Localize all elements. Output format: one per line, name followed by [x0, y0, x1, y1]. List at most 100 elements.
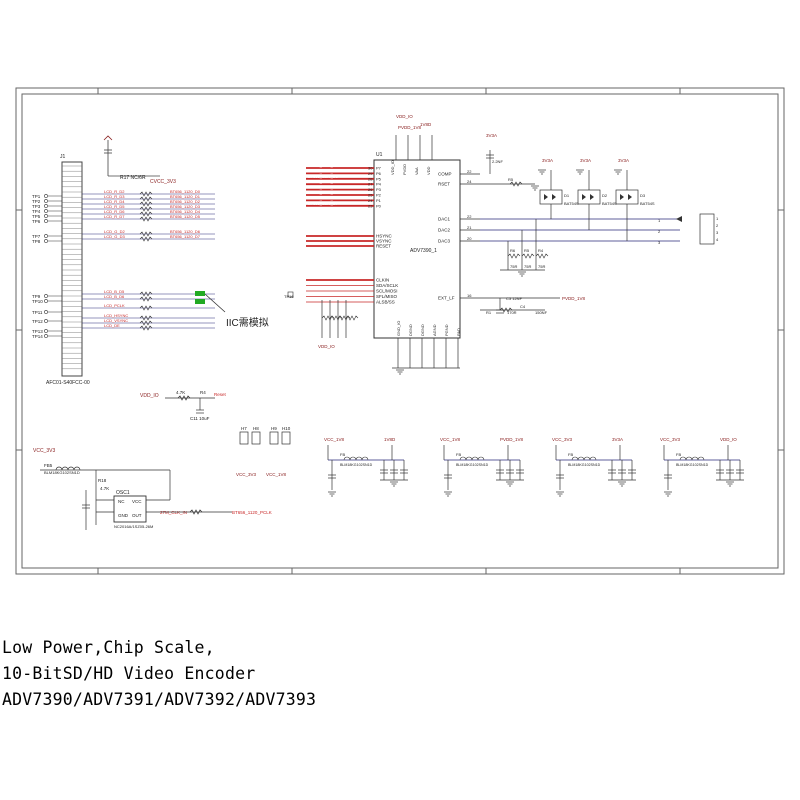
svg-text:FB5: FB5	[44, 463, 53, 468]
svg-text:D2: D2	[602, 193, 608, 198]
svg-text:1: 1	[716, 216, 719, 221]
svg-text:22: 22	[467, 169, 472, 174]
lcd-net-label: LCD_R_D5	[104, 204, 125, 209]
diode-part: BAT54S	[564, 201, 579, 206]
svg-text:SFL/MISO: SFL/MISO	[376, 294, 398, 299]
svg-text:FB: FB	[676, 452, 681, 457]
iic-note-group: IIC需模拟	[195, 291, 269, 329]
caption-line-2: 10-BitSD/HD Video Encoder	[2, 664, 256, 683]
testpoint-label: TP6	[32, 219, 41, 224]
testpoint-label: TP7	[32, 234, 41, 239]
svg-text:PVDD: PVDD	[402, 164, 407, 175]
power-net-out: 3V3A	[612, 437, 623, 442]
j1-ref: J1	[60, 154, 66, 160]
svg-text:GND: GND	[118, 513, 129, 518]
svg-text:C3 12NF: C3 12NF	[506, 296, 523, 301]
testpoint-label: TP8	[32, 239, 41, 244]
pix-net-label: BT656_1120_D1	[170, 194, 201, 199]
svg-text:RESET: RESET	[376, 244, 391, 249]
lcd-net-label: LCD_DE	[104, 323, 120, 328]
svg-text:VCC_3V3: VCC_3V3	[33, 448, 55, 454]
svg-text:P7: P7	[376, 166, 382, 171]
svg-text:3: 3	[658, 240, 661, 245]
svg-text:BLM18KG102SN1D: BLM18KG102SN1D	[44, 470, 80, 475]
pix-net-label: BT656_1120_D7	[170, 234, 201, 239]
svg-text:22: 22	[467, 214, 472, 219]
svg-text:VCC: VCC	[132, 499, 142, 504]
u1-input-net: BT656_1120_D5	[308, 190, 339, 195]
svg-text:P2: P2	[376, 193, 382, 198]
svg-text:HSYNC: HSYNC	[376, 234, 393, 239]
pix-net-label: BT656_1120_D0	[170, 189, 201, 194]
u1-input-net: BT656_1120_D2	[308, 174, 339, 179]
lcd-net-label: LCD_G_D2	[104, 229, 125, 234]
svg-text:3V3A: 3V3A	[542, 158, 553, 163]
power-net-in: VCC_1V8	[440, 437, 461, 442]
lcd-net-label: LCD_B_D5	[104, 289, 125, 294]
svg-text:P4: P4	[376, 182, 382, 187]
svg-text:3V3A: 3V3A	[580, 158, 591, 163]
svg-text:29: 29	[368, 171, 373, 176]
svg-text:25: 25	[368, 193, 373, 198]
svg-text:4.7K: 4.7K	[176, 390, 185, 395]
svg-text:1V8D: 1V8D	[420, 122, 432, 127]
oscillator-osc1: OSC1 NC VCC GND OUT NC2016A/1SZ05-26M 27…	[33, 448, 272, 530]
drawing-frame	[15, 87, 785, 575]
svg-text:P3: P3	[376, 187, 382, 192]
svg-text:30: 30	[368, 166, 373, 171]
svg-text:ALSB/SS: ALSB/SS	[376, 300, 395, 305]
testpoint-marker	[44, 219, 48, 223]
svg-text:R18: R18	[98, 478, 107, 483]
svg-text:FB: FB	[568, 452, 573, 457]
testpoint-label: TP10	[32, 299, 43, 304]
power-net-in: VCC_3V3	[660, 437, 681, 442]
power-net-in: VCC_1V8	[324, 437, 345, 442]
testpoint-label: TP4	[32, 209, 41, 214]
svg-text:H8: H8	[253, 426, 259, 431]
svg-text:VDD_IO: VDD_IO	[318, 344, 335, 349]
testpoint-marker	[44, 319, 48, 323]
svg-text:VCC_1V8: VCC_1V8	[266, 472, 287, 477]
svg-text:2: 2	[716, 223, 719, 228]
lcd-net-label: LCD_G_D3	[104, 234, 125, 239]
testpoint-marker	[44, 199, 48, 203]
svg-text:BLM18KG102SN1D: BLM18KG102SN1D	[456, 463, 489, 467]
svg-text:16: 16	[467, 293, 472, 298]
svg-text:P5: P5	[376, 176, 382, 181]
svg-text:TP16: TP16	[284, 294, 294, 299]
svg-text:BLM18KG102SN1D: BLM18KG102SN1D	[340, 463, 373, 467]
lcd-net-label: LCD_R_D4	[104, 199, 125, 204]
testpoint-marker	[44, 310, 48, 314]
u1-input-net: BT656_1120_D4	[308, 185, 339, 190]
testpoint-marker	[44, 294, 48, 298]
svg-text:R6: R6	[510, 248, 516, 253]
svg-text:D1: D1	[564, 193, 570, 198]
testpoint-label: TP2	[32, 199, 41, 204]
svg-text:21: 21	[467, 225, 472, 230]
svg-text:75R: 75R	[510, 264, 517, 269]
svg-text:C4: C4	[520, 304, 526, 309]
pix-net-label: BT656_1120_D2	[170, 199, 201, 204]
pix-net-label: BT656_1120_D4	[170, 209, 201, 214]
lcd-net-label: LCD_R_D7	[104, 214, 125, 219]
svg-text:SCL/MOSI: SCL/MOSI	[376, 289, 398, 294]
svg-text:FB: FB	[456, 452, 461, 457]
svg-text:R5: R5	[508, 177, 514, 182]
svg-text:C11 10uF: C11 10uF	[190, 416, 210, 421]
svg-text:3V3A: 3V3A	[486, 133, 497, 138]
testpoint-label: TP1	[32, 194, 41, 199]
clock-out: BT656_1120_PCLK	[232, 510, 272, 515]
svg-text:R4: R4	[200, 390, 206, 395]
svg-text:75R: 75R	[538, 264, 545, 269]
caption-line-1: Low Power,Chip Scale,	[2, 638, 215, 657]
power-net-out: VDD_IO	[720, 437, 737, 442]
svg-text:CLKIN: CLKIN	[376, 278, 389, 283]
testpoint-label: TP13	[32, 329, 43, 334]
osc-ref: OSC1	[116, 490, 130, 496]
svg-text:BLM18KG102SN1D: BLM18KG102SN1D	[676, 463, 709, 467]
svg-text:VDD_IO: VDD_IO	[140, 393, 159, 399]
svg-text:VCC_3V3: VCC_3V3	[236, 472, 257, 477]
capacitor-c10: R17 NC/6R CVCC_3V3	[103, 135, 176, 185]
u1-input-net: BT656_1120_D7	[308, 201, 339, 206]
